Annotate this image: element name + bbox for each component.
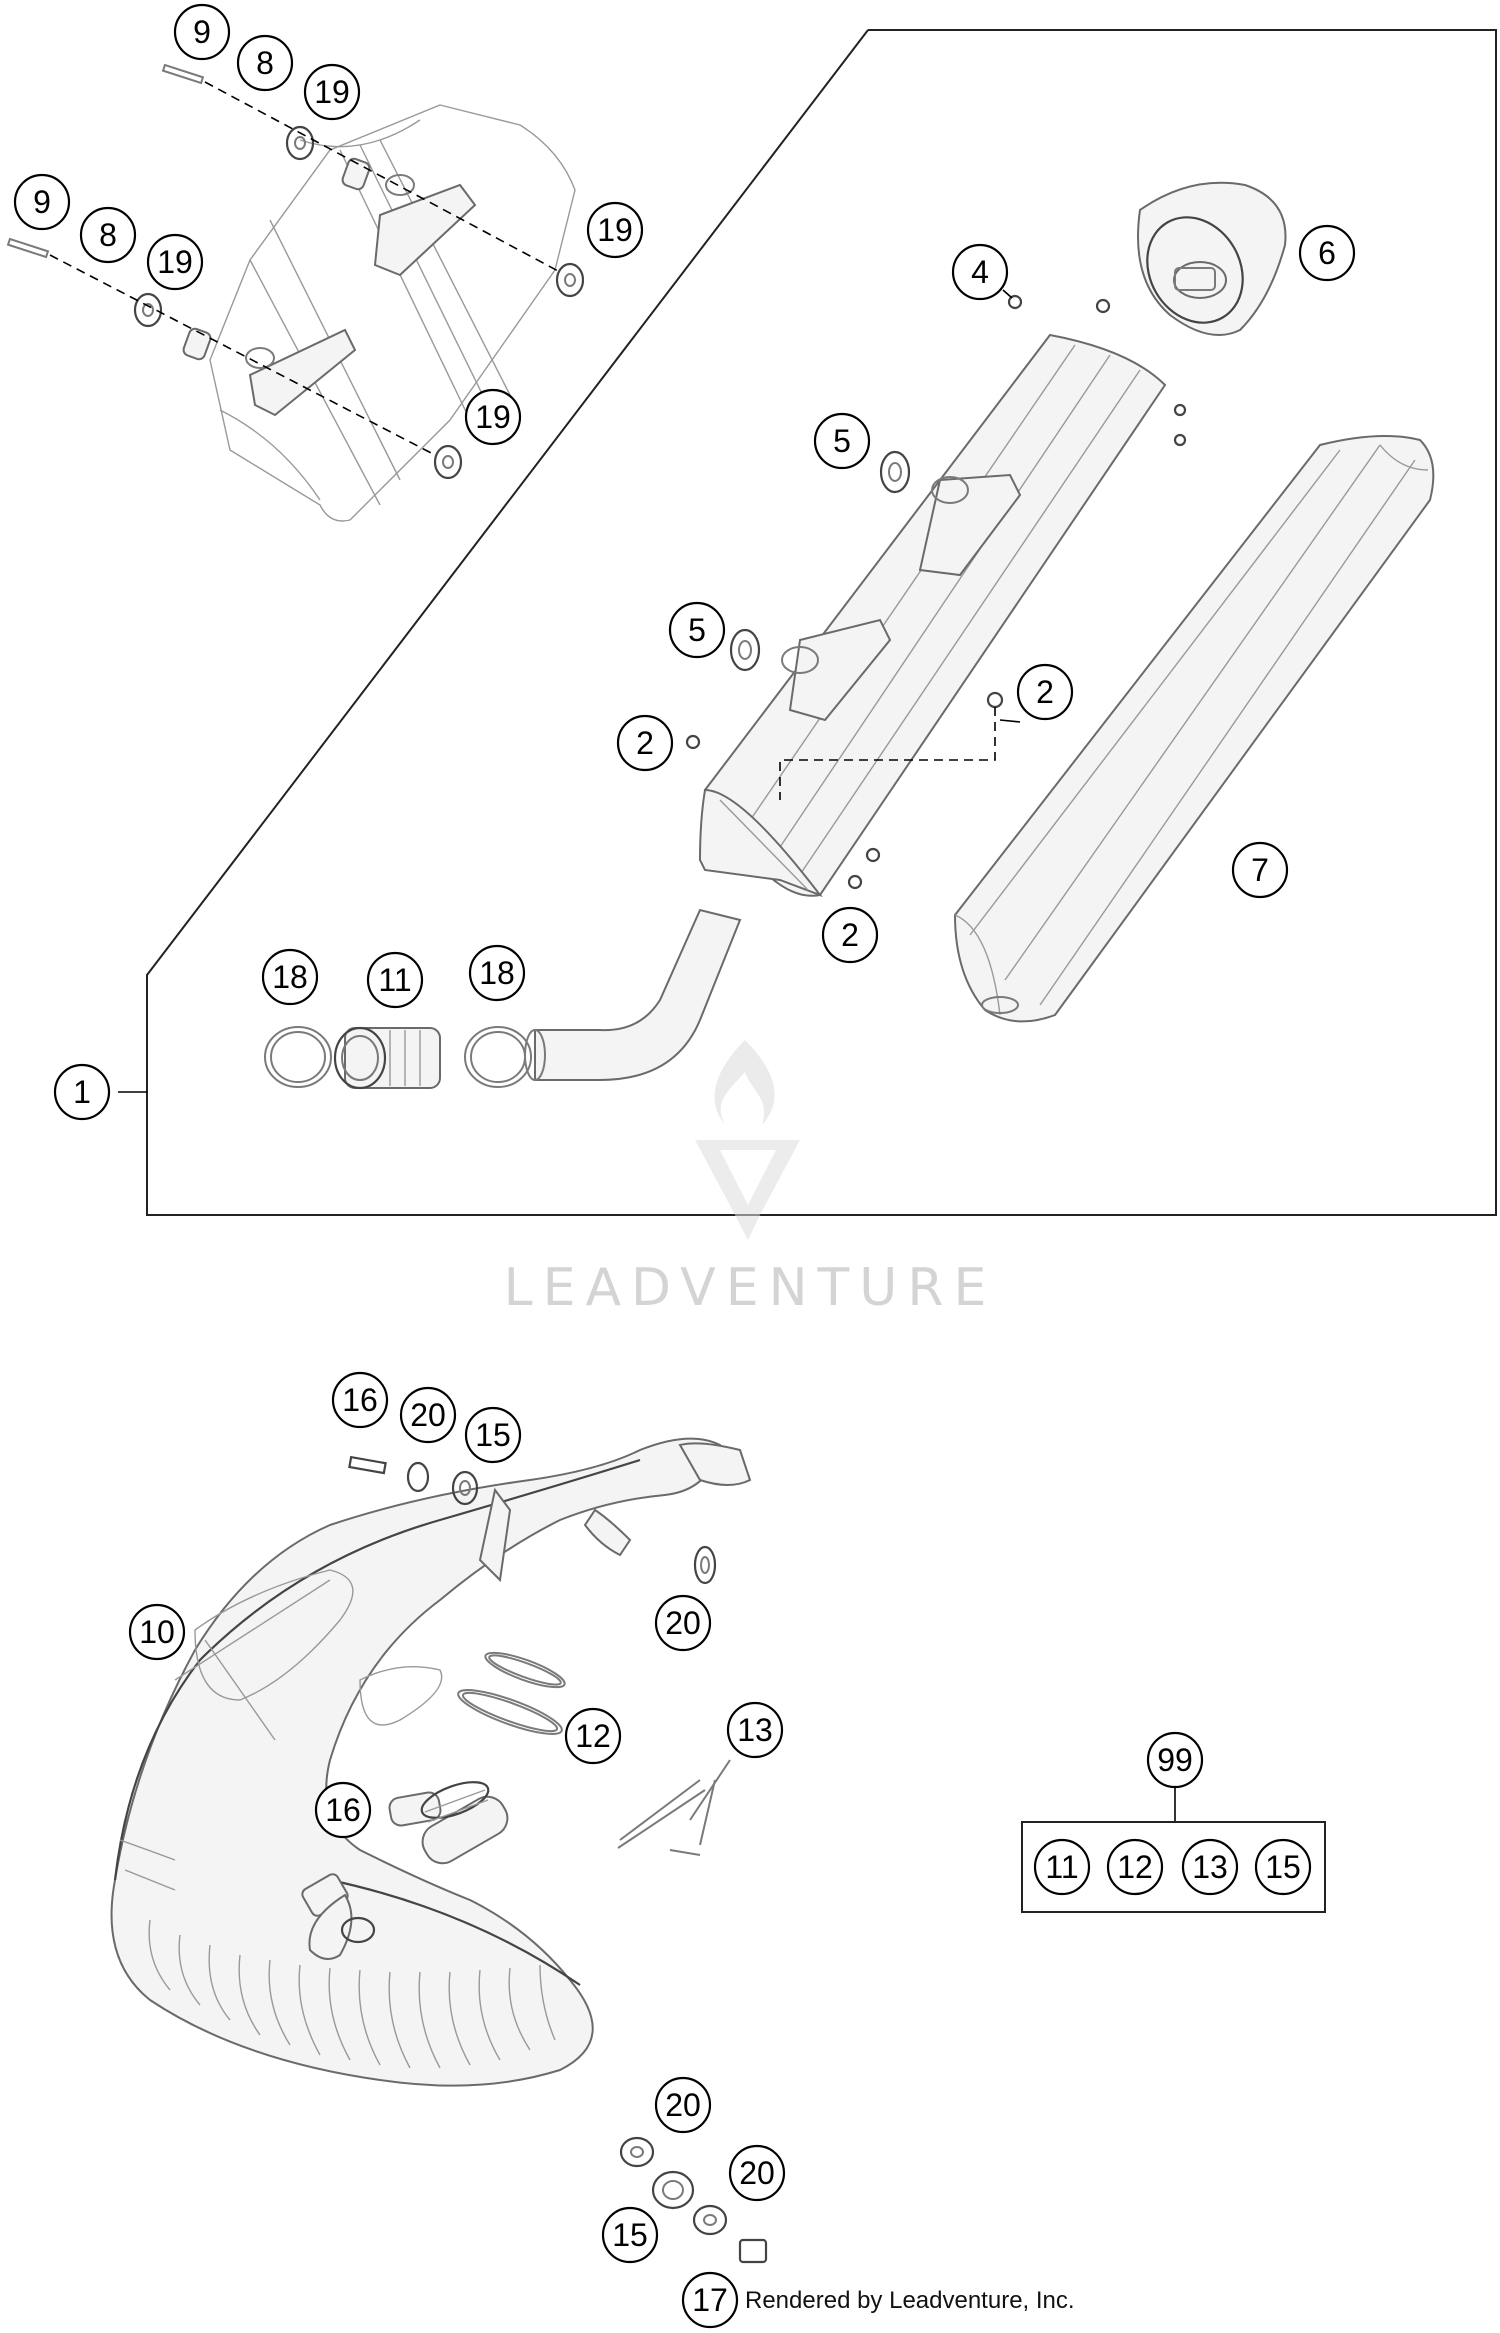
assembly-1-frame: [146, 29, 1497, 1216]
callout-19: 19: [146, 233, 204, 291]
svg-text:1: 1: [73, 1074, 91, 1110]
callout-16: 16: [314, 1781, 372, 1839]
callout-9: 9: [173, 3, 231, 61]
svg-text:12: 12: [1117, 1849, 1153, 1885]
svg-text:17: 17: [692, 2282, 728, 2318]
svg-text:19: 19: [597, 212, 633, 248]
bracket-detail-drawing: [6, 63, 585, 522]
callout-11: 11: [366, 951, 424, 1009]
svg-text:16: 16: [325, 1792, 361, 1828]
callout-2: 2: [821, 906, 879, 964]
svg-text:15: 15: [1265, 1849, 1301, 1885]
svg-text:13: 13: [1192, 1849, 1228, 1885]
kit-99-item: 15: [1254, 1838, 1312, 1896]
callout-2: 2: [616, 714, 674, 772]
callout-8: 8: [79, 206, 137, 264]
item-2-leader: [999, 719, 1021, 723]
svg-text:18: 18: [479, 955, 515, 991]
svg-text:20: 20: [665, 1605, 701, 1641]
callout-15: 15: [601, 2206, 659, 2264]
callout-7: 7: [1231, 841, 1289, 899]
callout-20: 20: [728, 2144, 786, 2202]
callout-5: 5: [668, 601, 726, 659]
svg-text:12: 12: [575, 1718, 611, 1754]
callout-13: 13: [726, 1701, 784, 1759]
callout-2: 2: [1016, 663, 1074, 721]
callout-15: 15: [464, 1406, 522, 1464]
callout-17: 17: [681, 2271, 739, 2329]
kit-99-box: [1021, 1821, 1326, 1913]
callout-19: 19: [303, 63, 361, 121]
svg-text:19: 19: [314, 74, 350, 110]
svg-text:8: 8: [99, 217, 117, 253]
svg-text:19: 19: [475, 399, 511, 435]
heat-shield-drawing: [953, 435, 1435, 1023]
callout-18: 18: [468, 944, 526, 1002]
callout-19: 19: [464, 388, 522, 446]
svg-text:20: 20: [739, 2155, 775, 2191]
svg-text:6: 6: [1318, 235, 1336, 271]
callout-16: 16: [331, 1371, 389, 1429]
svg-text:15: 15: [612, 2217, 648, 2253]
svg-text:9: 9: [193, 14, 211, 50]
svg-text:20: 20: [665, 2087, 701, 2123]
svg-text:2: 2: [1036, 674, 1054, 710]
callout-19: 19: [586, 201, 644, 259]
svg-text:10: 10: [139, 1614, 175, 1650]
callout-12: 12: [564, 1707, 622, 1765]
svg-text:13: 13: [737, 1712, 773, 1748]
small-hardware-drawing: [348, 1455, 768, 2264]
svg-text:15: 15: [475, 1417, 511, 1453]
svg-text:8: 8: [256, 45, 274, 81]
svg-text:11: 11: [378, 962, 411, 998]
svg-text:2: 2: [841, 917, 859, 953]
callout-4: 4: [951, 243, 1009, 301]
item-4-leader: [1002, 289, 1013, 299]
callout-5: 5: [813, 412, 871, 470]
exhaust-pipe-drawing: [110, 1437, 752, 2087]
callout-1: 1: [53, 1063, 111, 1121]
svg-text:2: 2: [636, 725, 654, 761]
end-cap-drawing: [1137, 181, 1287, 336]
callout-10: 10: [128, 1603, 186, 1661]
callout-18: 18: [261, 948, 319, 1006]
svg-text:18: 18: [272, 959, 308, 995]
svg-text:9: 9: [33, 184, 51, 220]
callout-9: 9: [13, 173, 71, 231]
svg-text:19: 19: [157, 244, 193, 280]
svg-text:99: 99: [1157, 1742, 1193, 1778]
seal-ring-and-connector-drawing: [264, 908, 742, 1090]
callout-20: 20: [399, 1386, 457, 1444]
callout-20: 20: [654, 1594, 712, 1652]
svg-text:5: 5: [833, 423, 851, 459]
callout-8: 8: [236, 34, 294, 92]
kit-99-item: 12: [1106, 1838, 1164, 1896]
callout-99: 99: [1146, 1731, 1204, 1789]
svg-text:20: 20: [410, 1397, 446, 1433]
svg-text:7: 7: [1251, 852, 1269, 888]
leadventure-watermark-logo: [695, 1040, 800, 1240]
svg-text:11: 11: [1045, 1849, 1078, 1885]
silencer-body-drawing: [685, 294, 1187, 898]
watermark-text: LEADVENTURE: [504, 1258, 997, 1318]
render-credit: Rendered by Leadventure, Inc.: [745, 2287, 1075, 2314]
callout-6: 6: [1298, 224, 1356, 282]
svg-text:4: 4: [971, 254, 989, 290]
svg-text:16: 16: [342, 1382, 378, 1418]
callout-20: 20: [654, 2076, 712, 2134]
svg-text:5: 5: [688, 612, 706, 648]
kit-99-item: 13: [1181, 1838, 1239, 1896]
kit-99-item: 11: [1033, 1838, 1091, 1896]
